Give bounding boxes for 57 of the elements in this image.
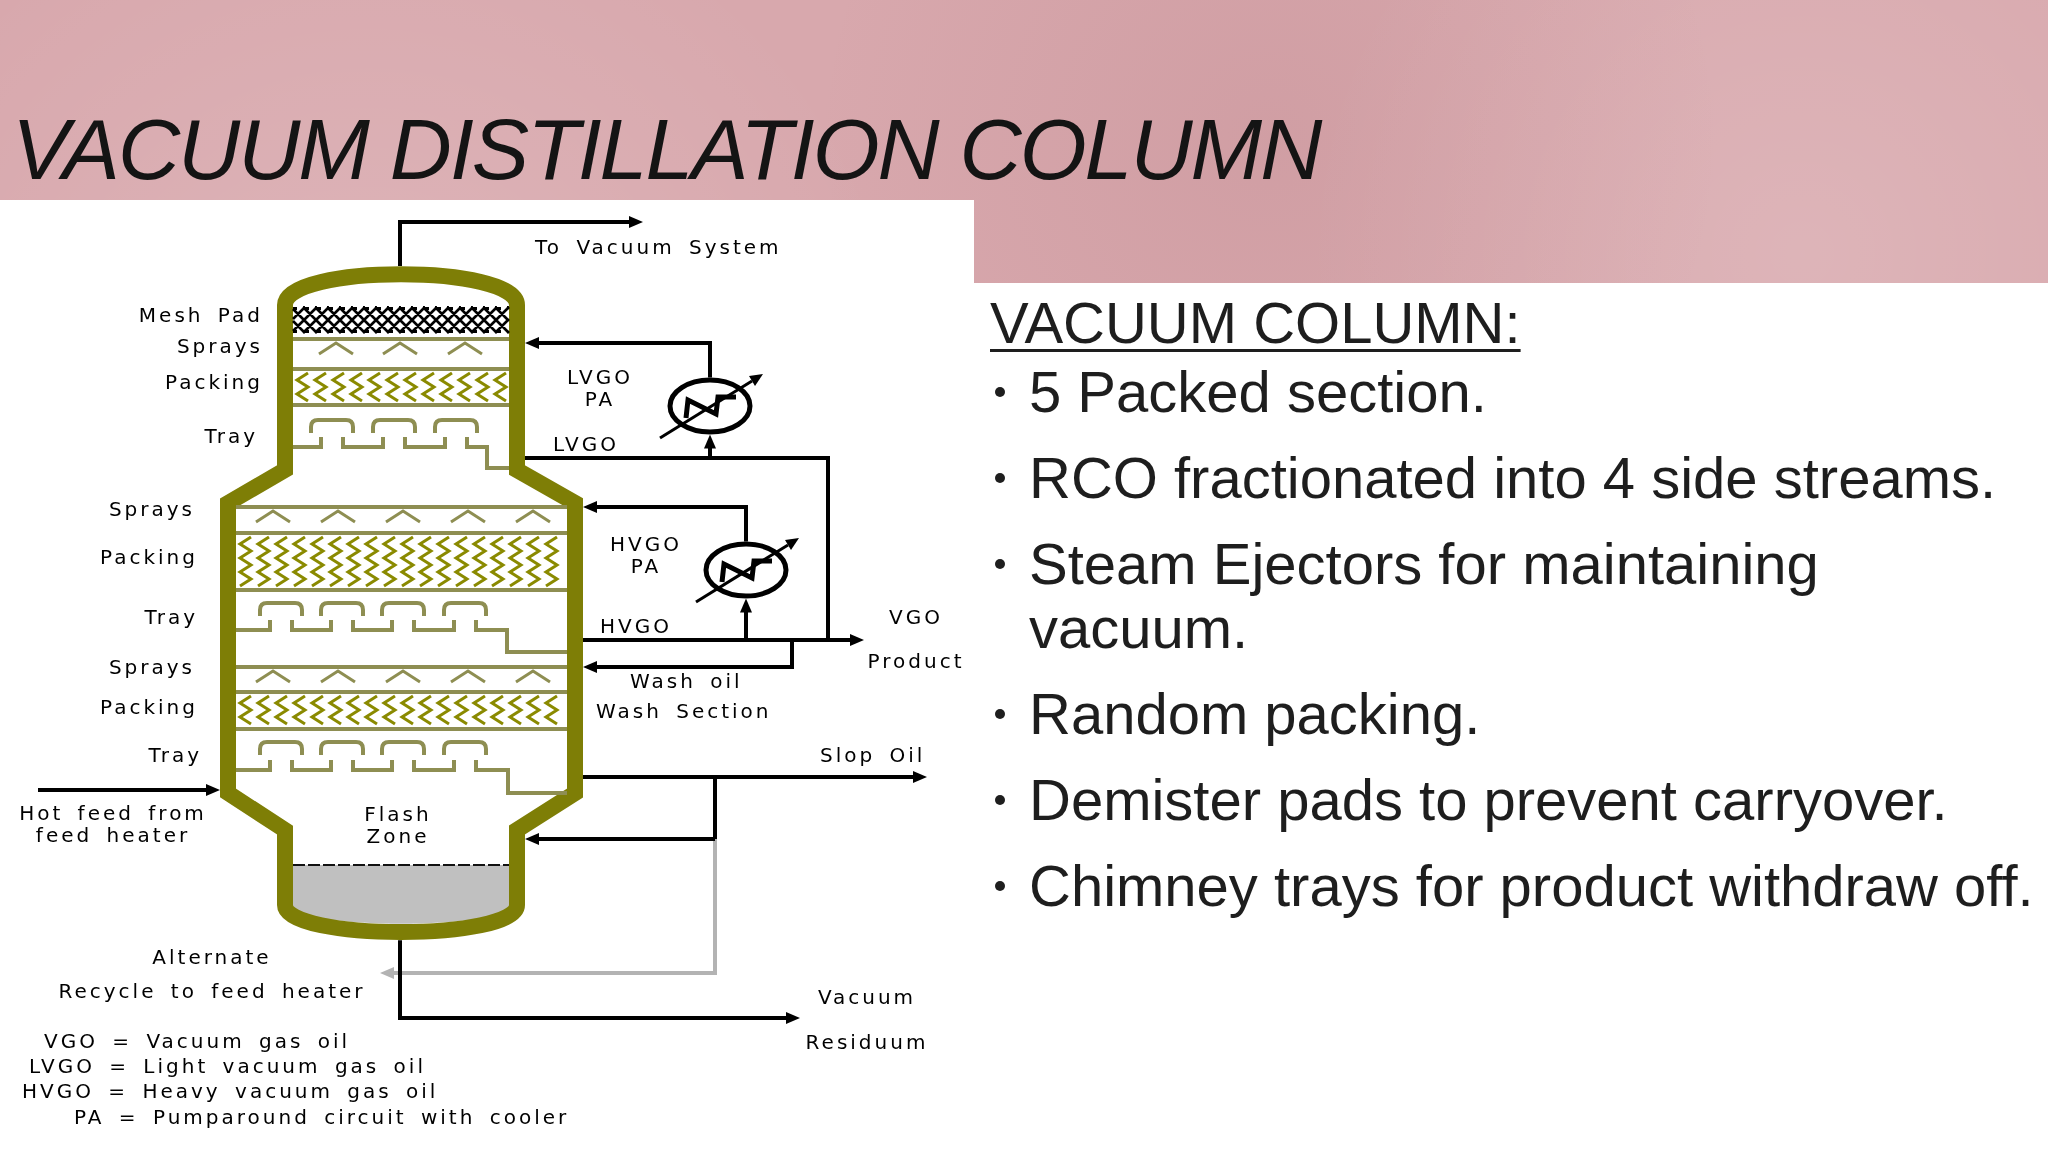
- part-label: Sprays: [176, 335, 263, 357]
- flow-arrow: [715, 771, 927, 783]
- part-label: Mesh Pad: [138, 304, 263, 326]
- abbreviation-note: VGO = Vacuum gas oil: [44, 1030, 351, 1052]
- stream-label: Vacuum: [817, 986, 917, 1008]
- bullet-text: Steam Ejectors for maintaining vacuum.: [1029, 532, 1820, 660]
- flow-arrow: [380, 839, 717, 979]
- part-label: Sprays: [108, 656, 195, 678]
- part-label: Sprays: [108, 498, 195, 520]
- stream-label: Slop Oil: [820, 744, 926, 766]
- part-label: Packing: [100, 696, 198, 718]
- part-label: Packing: [165, 371, 263, 393]
- stream-label: Recycle to feed heater: [58, 980, 366, 1002]
- flow-arrow: [583, 501, 748, 542]
- abbreviation-note: LVGO = Light vacuum gas oil: [29, 1055, 426, 1077]
- stream-label: HVGO: [600, 615, 672, 637]
- stream-label: LVGO: [553, 433, 619, 455]
- flow-arrow: [740, 598, 752, 640]
- panel-heading: VACUUM COLUMN:: [990, 291, 1521, 355]
- flow-arrow: [398, 216, 643, 266]
- stream-label: Residuum: [805, 1031, 929, 1053]
- flow-line: [746, 638, 792, 642]
- flow-line: [525, 456, 710, 460]
- bullet-text: Chimney trays for product withdraw off.: [1029, 854, 2034, 918]
- stream-label: Hot feed from feed heater: [18, 802, 208, 846]
- slide-title: VACUUM DISTILLATION COLUMN: [12, 106, 1321, 192]
- bullet-text: RCO fractionated into 4 side streams.: [1029, 446, 1997, 510]
- flow-line: [792, 638, 828, 642]
- stream-label: Alternate: [152, 946, 272, 968]
- part-label: Tray: [148, 744, 202, 766]
- flow-line: [713, 777, 717, 839]
- flow-line: [710, 456, 830, 640]
- stream-label: Product: [867, 650, 965, 672]
- bullet-text: Random packing.: [1029, 682, 1481, 746]
- flow-line: [583, 638, 746, 642]
- stream-label: Wash oil: [630, 670, 743, 692]
- bullet-text: 5 Packed section.: [1029, 360, 1487, 424]
- part-label: Packing: [100, 546, 198, 568]
- stream-label: VGO: [889, 606, 943, 628]
- flow-arrow: [583, 640, 794, 673]
- part-label: Tray: [204, 425, 258, 447]
- flow-arrow: [525, 833, 715, 845]
- zone-label: Flash Zone: [364, 803, 432, 847]
- stream-label: LVGO PA: [567, 366, 633, 410]
- stream-label: HVGO PA: [610, 533, 682, 577]
- bullet-text: Demister pads to prevent carryover.: [1029, 768, 1948, 832]
- flow-line: [583, 775, 715, 779]
- abbreviation-note: HVGO = Heavy vacuum gas oil: [22, 1080, 439, 1102]
- flow-arrow: [704, 434, 716, 458]
- part-label: Tray: [144, 606, 198, 628]
- flow-arrow: [398, 940, 800, 1024]
- stream-label: To Vacuum System: [535, 236, 782, 258]
- flow-arrow: [828, 634, 864, 646]
- part-label: Wash Section: [596, 700, 772, 722]
- flow-arrow: [38, 784, 220, 796]
- abbreviation-note: PA = Pumparound circuit with cooler: [74, 1106, 570, 1128]
- flow-arrow: [525, 337, 712, 378]
